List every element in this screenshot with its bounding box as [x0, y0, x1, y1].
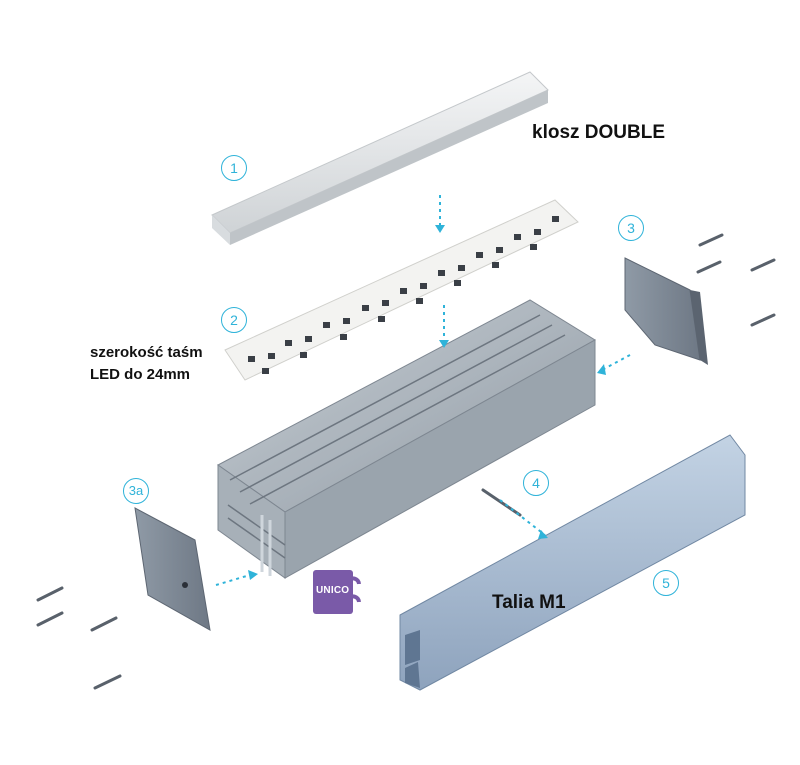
strip-width-line2: LED do 24mm [90, 366, 191, 383]
assembly-arrows [215, 195, 631, 586]
profile-label: Talia M1 [492, 592, 566, 613]
brand-logo [313, 570, 361, 614]
strip-width-label: szerokość taśm LED do 24mm [90, 342, 230, 386]
aluminium-profile [217, 299, 596, 579]
callout-4: 4 [523, 470, 549, 496]
callout-1: 1 [221, 155, 247, 181]
callout-3a: 3a [123, 478, 149, 504]
cover-label: klosz DOUBLE [532, 122, 666, 143]
end-cap-right [624, 257, 708, 365]
callout-3: 3 [618, 215, 644, 241]
end-cap-left [134, 507, 211, 631]
callout-5: 5 [653, 570, 679, 596]
mounting-profile [399, 434, 746, 691]
strip-width-line1: szerokość taśm [90, 344, 203, 361]
brand-logo-text: UNICO [316, 585, 350, 596]
arrow-heads [248, 225, 606, 580]
diffuser-cover [211, 71, 549, 245]
callout-2: 2 [221, 307, 247, 333]
screws [36, 233, 776, 690]
led-strip [224, 199, 579, 381]
